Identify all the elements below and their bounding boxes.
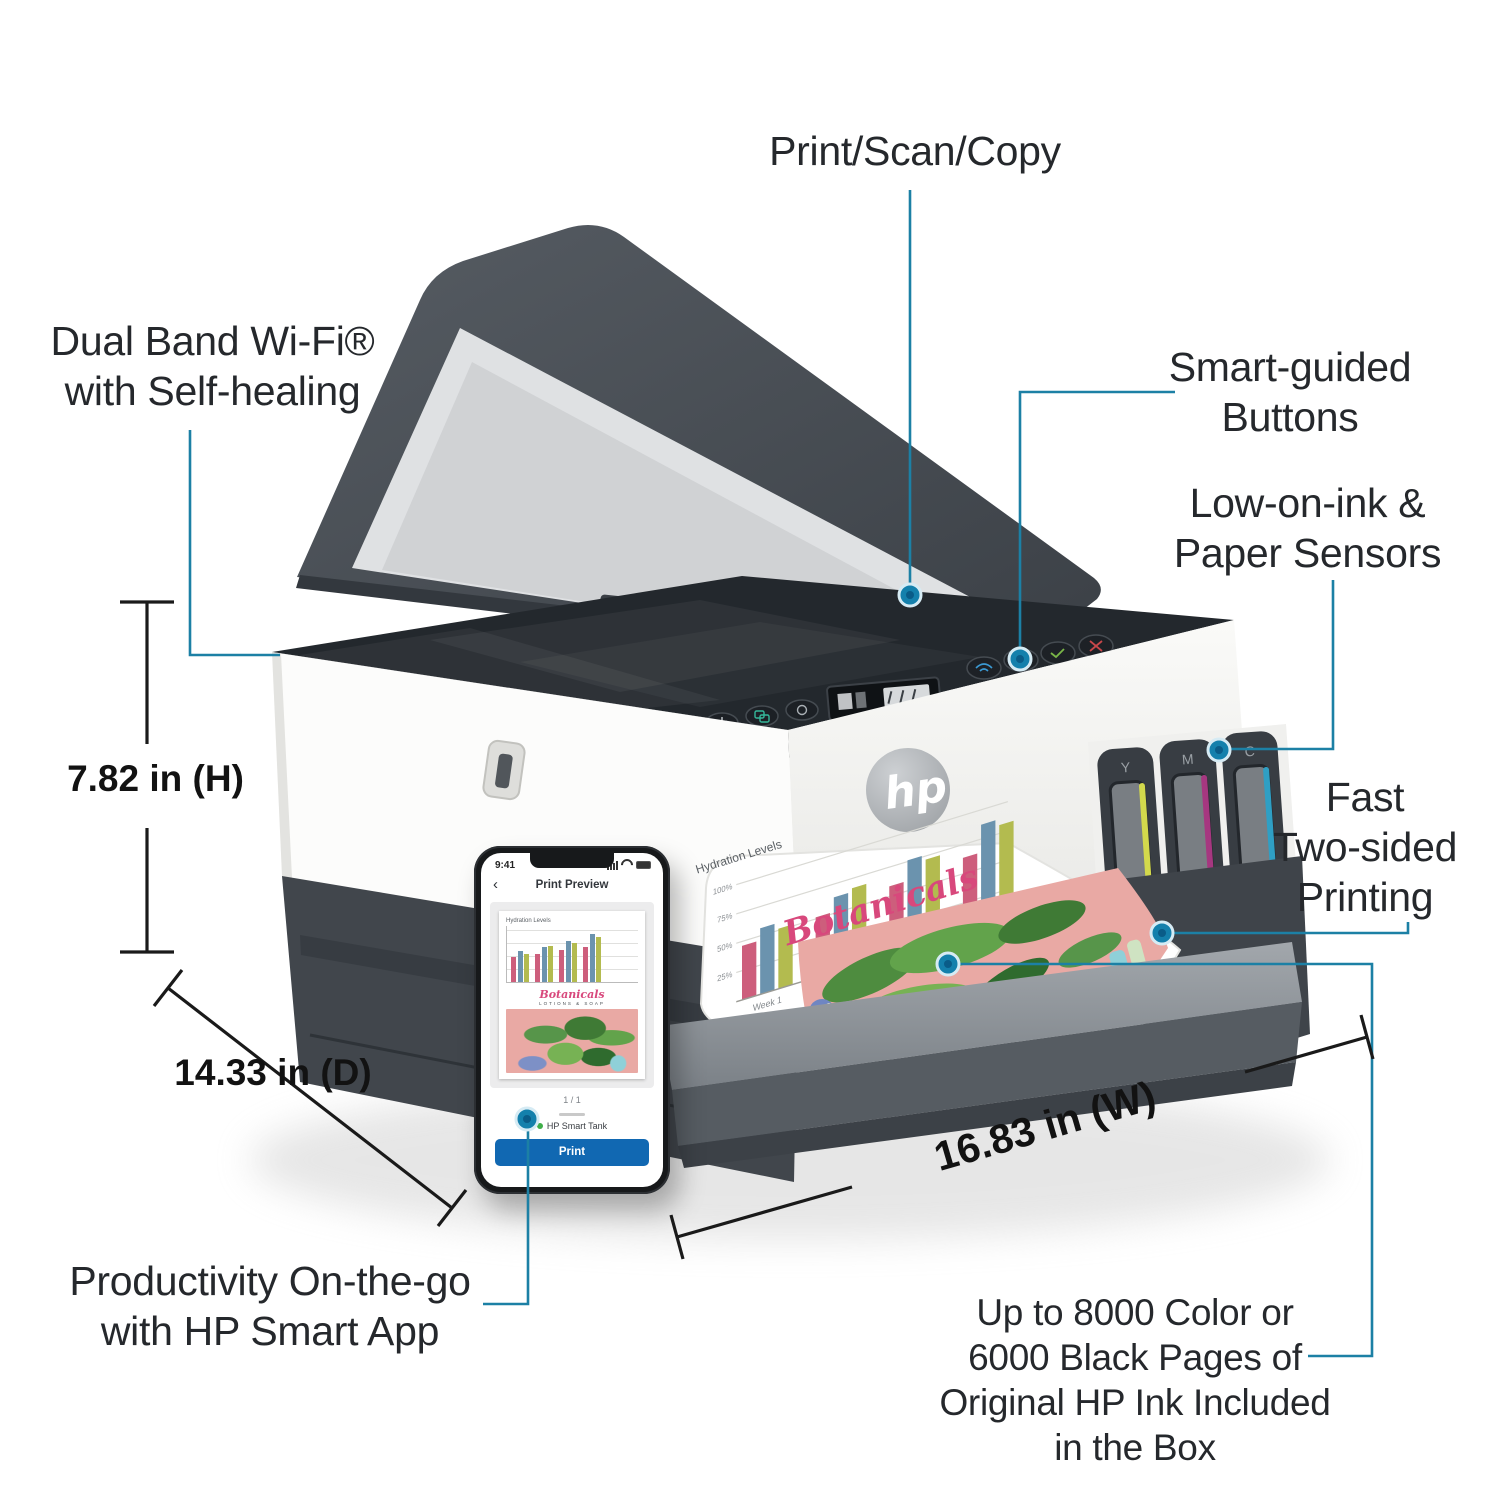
label-fast-two-sided: Fast Two-sided Printing	[1235, 772, 1495, 922]
signal-icon	[607, 860, 618, 870]
label-ink-in-box-line3: Original HP Ink Included	[939, 1382, 1331, 1424]
printer-online-dot	[536, 1123, 543, 1129]
label-productivity: Productivity On-the-go with HP Smart App	[55, 1256, 485, 1356]
mini-chart-bar	[541, 947, 547, 982]
mini-chart-bar	[517, 951, 523, 982]
phone-status-bar: 9:41	[481, 853, 663, 874]
svg-text:hp: hp	[881, 761, 950, 820]
selected-printer-name: HP Smart Tank	[546, 1121, 608, 1131]
label-print-scan-copy: Print/Scan/Copy	[620, 126, 1210, 176]
dimension-height-text: 7.82 in (H)	[67, 758, 244, 799]
phone-mini-chart	[506, 926, 638, 983]
svg-text:C: C	[1244, 743, 1255, 760]
battery-icon	[636, 861, 651, 869]
mini-chart-bar	[559, 950, 564, 982]
mini-botanicals-photo	[506, 1009, 638, 1073]
wifi-button	[966, 656, 1002, 680]
mini-chart-bar	[596, 937, 601, 982]
label-ink-in-box-line2: 6000 Black Pages of	[968, 1337, 1302, 1379]
label-fast-line1: Fast	[1325, 774, 1405, 820]
hp-logo: hp	[866, 748, 950, 832]
mini-chart-group	[535, 926, 553, 982]
phone-header: ‹ Print Preview	[481, 876, 663, 896]
page-indicator: 1 / 1	[563, 1095, 581, 1105]
print-button: Print	[495, 1139, 649, 1166]
label-smart-guided: Smart-guided Buttons	[1125, 342, 1455, 442]
print-preview-area: Hydration Levels Botanicals LOTIONS & SO…	[490, 902, 654, 1088]
label-print-scan-copy-text: Print/Scan/Copy	[769, 128, 1061, 174]
label-ink-in-box-line1: Up to 8000 Color or	[976, 1292, 1294, 1333]
label-productivity-line2: with HP Smart App	[100, 1308, 440, 1355]
wifi-icon	[618, 856, 636, 874]
mini-botanicals-title: Botanicals	[539, 988, 605, 1001]
svg-text:Y: Y	[1120, 759, 1131, 776]
mini-chart-bar	[524, 954, 529, 982]
dimension-depth-label: 14.33 in (D)	[158, 1052, 388, 1094]
preview-sheet: Hydration Levels Botanicals LOTIONS & SO…	[499, 911, 645, 1079]
mini-chart-bar	[589, 934, 595, 982]
label-low-ink-line2: Paper Sensors	[1173, 530, 1442, 577]
dimension-height-label: 7.82 in (H)	[48, 758, 263, 800]
mini-chart-bar	[565, 940, 571, 982]
label-fast-line3: Printing	[1296, 874, 1434, 921]
label-dual-band: Dual Band Wi-Fi® with Self-healing	[15, 316, 410, 416]
ink-tank-cyan: C	[1221, 731, 1287, 901]
label-low-ink: Low-on-ink & Paper Sensors	[1120, 478, 1495, 578]
mini-chart-group	[511, 926, 529, 982]
label-ink-in-box-line4: in the Box	[1054, 1427, 1216, 1469]
back-chevron-icon: ‹	[493, 876, 498, 893]
mini-chart-bar	[583, 947, 588, 982]
info-button	[785, 699, 819, 721]
label-smart-guided-line2: Buttons	[1221, 394, 1359, 441]
status-time: 9:41	[495, 859, 516, 871]
phone-screen: 9:41 ‹ Print Preview Hydration Levels	[481, 853, 663, 1187]
selected-printer-row: HP Smart Tank	[481, 1121, 663, 1131]
mini-chart-title: Hydration Levels	[506, 918, 551, 924]
label-dual-band-line1: Dual Band Wi-Fi®	[50, 318, 375, 364]
label-fast-line2: Two-sided	[1272, 824, 1458, 871]
mini-chart-bar	[572, 942, 577, 982]
label-dual-band-line2: with Self-healing	[64, 368, 361, 415]
dimension-depth-text: 14.33 in (D)	[174, 1052, 372, 1093]
phone-notch	[530, 853, 614, 868]
copy-button	[745, 705, 779, 727]
label-low-ink-line1: Low-on-ink &	[1189, 480, 1426, 526]
label-ink-in-box: Up to 8000 Color or 6000 Black Pages of …	[905, 1290, 1365, 1471]
svg-text:M: M	[1181, 751, 1194, 768]
mini-botanicals-subtitle: LOTIONS & SOAP	[539, 1001, 605, 1006]
mini-chart-bar	[535, 954, 540, 982]
label-smart-guided-line1: Smart-guided	[1168, 344, 1412, 390]
paper-guide-tab	[482, 739, 526, 801]
phone-header-title: Print Preview	[535, 879, 609, 891]
drag-handle	[559, 1113, 585, 1116]
label-productivity-line1: Productivity On-the-go	[69, 1258, 471, 1304]
mini-chart-bar	[548, 945, 553, 982]
scanner-lid	[296, 225, 1101, 672]
smartphone: 9:41 ‹ Print Preview Hydration Levels	[474, 846, 670, 1194]
mini-chart-group	[559, 926, 577, 982]
mini-chart-bar	[511, 956, 516, 982]
mini-chart-group	[583, 926, 601, 982]
